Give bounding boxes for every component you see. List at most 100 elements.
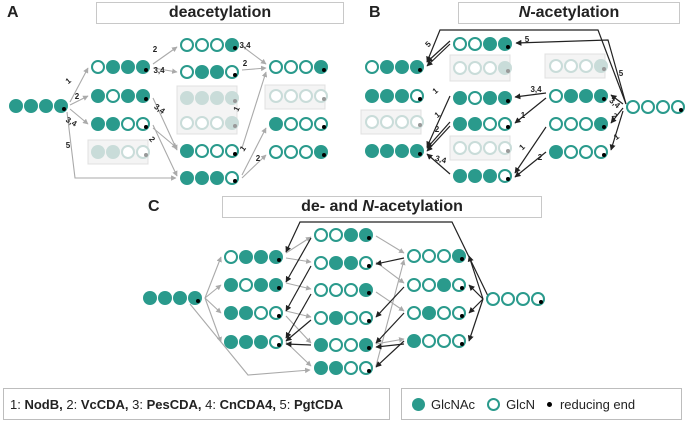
panel-a-faded-product bbox=[91, 145, 150, 159]
enzyme-edge-label: 2 bbox=[243, 59, 248, 68]
reaction-arrow bbox=[515, 39, 627, 105]
glcn-unit bbox=[314, 311, 328, 325]
glcn-unit bbox=[453, 61, 467, 75]
glcnac-unit bbox=[498, 37, 512, 51]
glcnac-unit bbox=[24, 99, 38, 113]
legend-reducing-end-label: reducing end bbox=[559, 396, 636, 412]
reducing-end-dot bbox=[144, 97, 148, 101]
glcn-unit bbox=[195, 38, 209, 52]
glcn-unit bbox=[437, 334, 451, 348]
oligosaccharide bbox=[180, 144, 239, 158]
glcn-unit bbox=[314, 256, 328, 270]
glcnac-unit bbox=[453, 91, 467, 105]
reaction-arrow bbox=[69, 95, 89, 106]
glcnac-unit bbox=[579, 89, 593, 103]
oligosaccharide bbox=[314, 338, 373, 352]
reaction-arrow bbox=[285, 310, 312, 319]
glcnac-unit bbox=[468, 169, 482, 183]
enzyme-edge-label: 2 bbox=[256, 154, 261, 163]
glcnac-unit bbox=[254, 250, 268, 264]
glcnac-unit bbox=[180, 91, 194, 105]
glcn-unit bbox=[437, 306, 451, 320]
oligosaccharide bbox=[180, 171, 239, 185]
oligosaccharide bbox=[269, 117, 328, 131]
glcnac-unit bbox=[173, 291, 187, 305]
oligosaccharide bbox=[407, 278, 466, 292]
glcn-unit bbox=[468, 91, 482, 105]
reaction-arrow bbox=[375, 343, 405, 350]
glcnac-unit bbox=[422, 306, 436, 320]
glcn-unit bbox=[453, 37, 467, 51]
reaction-arrow bbox=[610, 107, 624, 124]
reducing-end-dot bbox=[539, 300, 543, 304]
reducing-end-dot bbox=[506, 125, 510, 129]
glcn-unit bbox=[380, 115, 394, 129]
enzyme-edge-label: 5 bbox=[423, 39, 433, 49]
glcnac-unit bbox=[224, 278, 238, 292]
reducing-end-dot bbox=[367, 236, 371, 240]
reducing-end-dot bbox=[233, 73, 237, 77]
reaction-arrow bbox=[285, 265, 312, 312]
reaction-arrow bbox=[610, 94, 624, 105]
oligosaccharide bbox=[549, 89, 608, 103]
reaction-arrow bbox=[241, 127, 267, 176]
reducing-end-dot bbox=[233, 99, 237, 103]
glcnac-unit bbox=[225, 91, 239, 105]
panel-b-title-prefix: N bbox=[518, 4, 531, 21]
panel-c-glcnac-substrate bbox=[143, 291, 202, 305]
glcn-unit bbox=[422, 334, 436, 348]
panel-b-faded-intermediate bbox=[453, 61, 512, 75]
glcn-unit bbox=[329, 338, 343, 352]
glcn-unit bbox=[422, 249, 436, 263]
reducing-end-dot bbox=[418, 68, 422, 72]
glcnac-unit bbox=[359, 338, 373, 352]
glcnac-unit bbox=[329, 256, 343, 270]
enzyme-legend: 1: NodB, 2: VcCDA, 3: PesCDA, 4: CnCDA4,… bbox=[3, 388, 390, 420]
glcn-unit bbox=[468, 37, 482, 51]
reducing-end-dot bbox=[196, 299, 200, 303]
reducing-end-dot bbox=[233, 46, 237, 50]
glcn-unit bbox=[468, 61, 482, 75]
glcn-unit bbox=[121, 145, 135, 159]
glcnac-unit bbox=[239, 335, 253, 349]
glcn-unit bbox=[407, 306, 421, 320]
reducing-end-dot bbox=[367, 264, 371, 268]
glcn-unit bbox=[437, 249, 451, 263]
glcn-unit bbox=[269, 145, 283, 159]
reaction-arrow bbox=[426, 43, 451, 67]
glcnac-unit bbox=[365, 144, 379, 158]
panel-b-title: N-acetylation bbox=[458, 2, 680, 24]
legend-glcnac-label: GlcNAc bbox=[431, 396, 476, 412]
reducing-end-dot bbox=[144, 153, 148, 157]
reaction-arrow bbox=[204, 297, 222, 314]
panel-c-title-italic: N bbox=[362, 198, 374, 215]
glcn-unit bbox=[329, 283, 343, 297]
enzyme-name: PgtCDA bbox=[294, 396, 344, 412]
enzyme-number: 1: bbox=[10, 396, 25, 412]
glcn-unit bbox=[91, 60, 105, 74]
glcnac-unit bbox=[180, 171, 194, 185]
reaction-arrow bbox=[152, 97, 178, 151]
glcn-unit bbox=[483, 61, 497, 75]
enzyme-edge-label: 1 bbox=[517, 142, 527, 152]
panel-a-faded-intermediate bbox=[180, 116, 239, 130]
panel-c-title-text: -acetylation bbox=[373, 198, 463, 215]
reaction-arrow bbox=[285, 293, 312, 339]
glcnac-unit bbox=[483, 37, 497, 51]
glcn-unit bbox=[579, 59, 593, 73]
oligosaccharide bbox=[224, 335, 283, 349]
glcn-unit bbox=[453, 141, 467, 155]
reaction-arrow bbox=[514, 92, 547, 100]
glcnac-unit bbox=[395, 144, 409, 158]
panel-b-faded-intermediate bbox=[453, 141, 512, 155]
oligosaccharide bbox=[314, 228, 373, 242]
reducing-end-dot bbox=[233, 124, 237, 128]
glcn-unit bbox=[180, 38, 194, 52]
oligosaccharide bbox=[549, 145, 608, 159]
reducing-end-dot bbox=[418, 152, 422, 156]
reducing-end-dot bbox=[506, 69, 510, 73]
enzyme-edge-label: 1 bbox=[238, 144, 248, 153]
panel-c-title: de- and N-acetylation bbox=[222, 196, 542, 218]
oligosaccharide bbox=[453, 37, 512, 51]
glcnac-unit bbox=[468, 117, 482, 131]
